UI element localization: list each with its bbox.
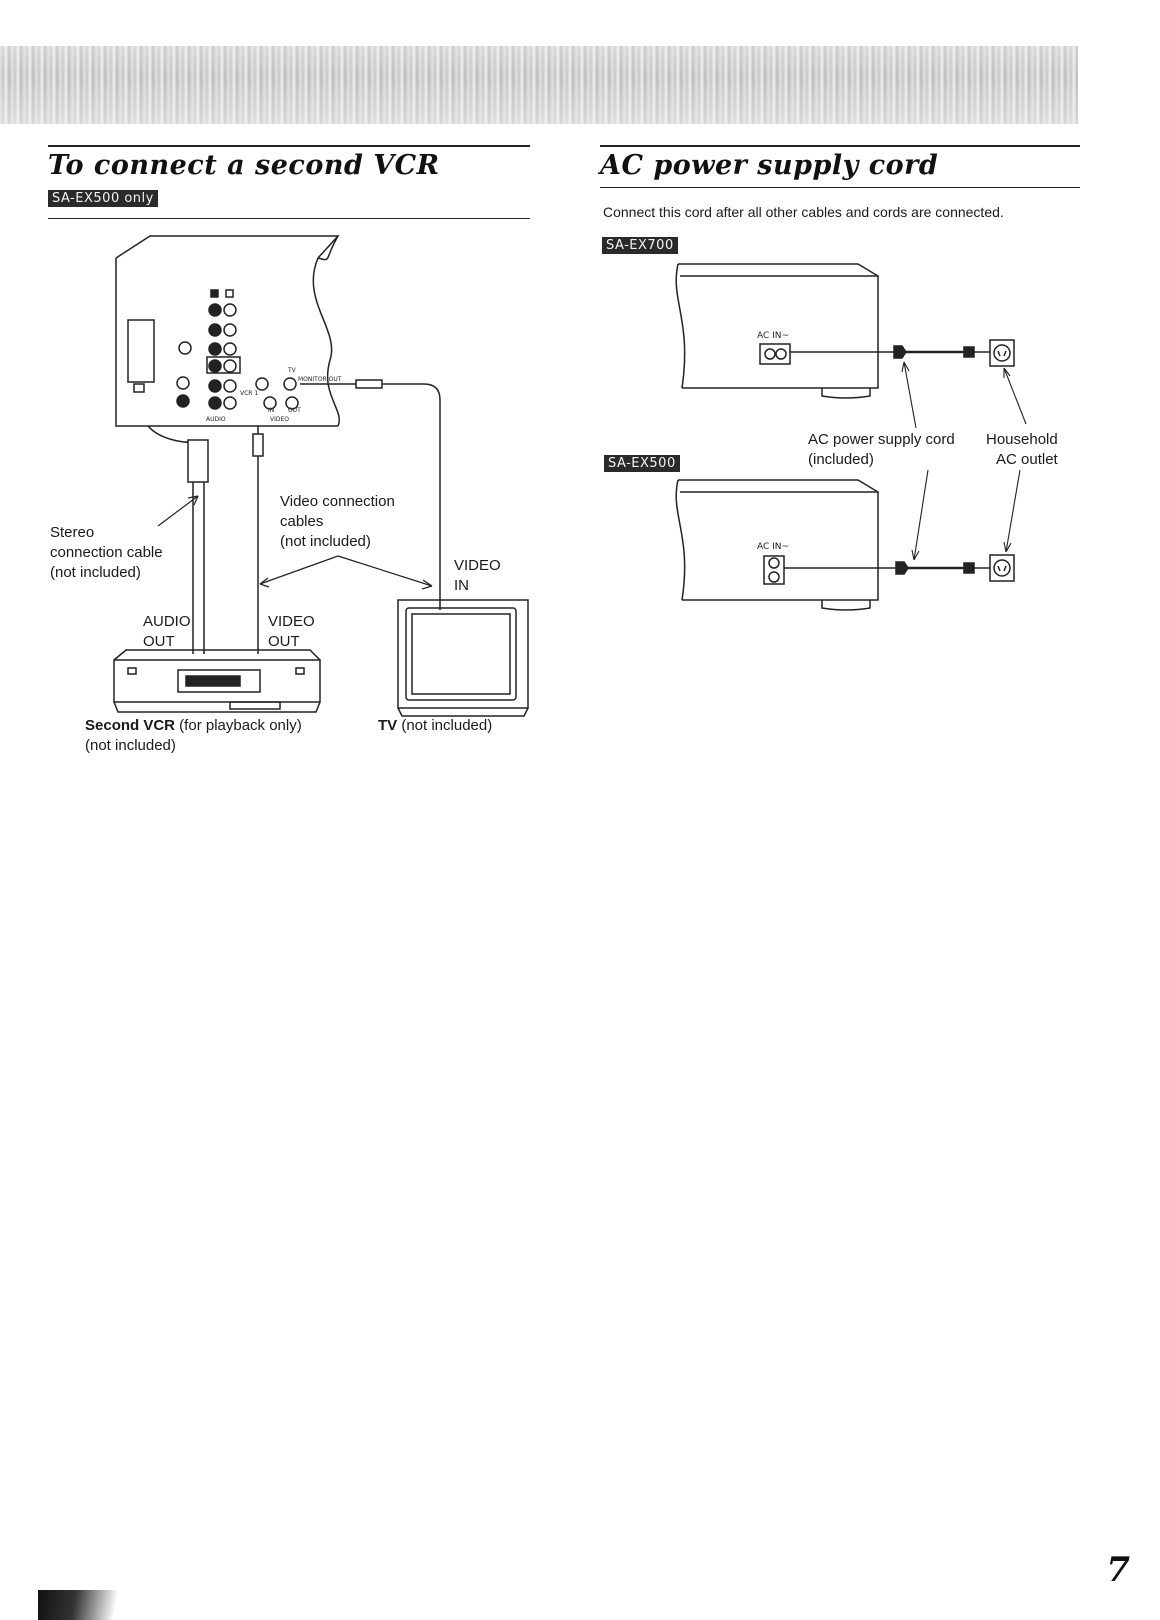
main-unit-rear-panel [115,235,340,444]
left-title-rule-top [48,145,530,147]
pointer-lines [901,361,1027,561]
audio-out-label: AUDIO OUT [143,613,191,650]
ac-cord-instruction: Connect this cord after all other cables… [603,204,1004,220]
left-model-badge: SA-EX500 only [48,190,158,207]
second-vcr-caption-rest: (for playback only) [175,717,302,734]
video-cables-label: Video connection cables (not included) [280,493,395,550]
right-section-title: AC power supply cord [600,150,939,181]
tv-caption-bold: TV [378,717,398,734]
panel-label-audio: AUDIO [206,416,226,423]
ac-power-diagram: AC IN~ AC IN~ [675,263,1027,611]
second-vcr-caption-bold: Second VCR [85,717,176,734]
second-vcr-caption: Second VCR (for playback only) (not incl… [85,716,302,756]
stereo-cable-label: Stereo connection cable (not included) [50,524,163,581]
household-outlet-label: Household AC outlet [986,431,1058,468]
tv-caption-rest: (not included) [397,717,493,734]
panel-label-video: VIDEO [270,416,289,423]
page-number: 7 [1106,1550,1130,1590]
bottom-model-badge: SA-EX500 [604,455,680,472]
second-vcr [113,649,321,713]
bottom-ac-in-label: AC IN~ [757,542,789,552]
corner-mark [38,1590,118,1620]
tv-set [397,599,529,717]
panel-label-vcr1: VCR 1 [240,390,258,397]
left-section-title: To connect a second VCR [48,150,440,181]
arrows [157,495,433,590]
panel-label-tv: TV [287,367,297,374]
second-vcr-caption-line2: (not included) [85,737,176,754]
bottom-unit-chassis [675,479,879,611]
panel-label-out: OUT [288,407,301,414]
right-title-rule-bottom [600,187,1080,188]
cables [187,379,441,654]
header-band [0,46,1078,124]
top-ac-in-label: AC IN~ [757,331,789,341]
panel-label-in: IN [268,407,274,414]
top-unit-chassis [675,263,879,399]
video-in-label: VIDEO IN [454,557,501,594]
top-power-cord [790,339,1015,367]
tv-caption: TV (not included) [378,716,492,736]
video-out-label: VIDEO OUT [268,613,315,650]
panel-label-monitor-out: MONITOR OUT [298,376,342,383]
second-vcr-connection-diagram: AUDIO VIDEO VCR 1 TV MONITOR OUT IN OUT [113,235,529,717]
panel-jacks [176,289,299,410]
bottom-power-cord [784,554,1015,582]
right-title-rule-top [600,145,1080,147]
ac-cord-label: AC power supply cord (included) [808,431,955,468]
left-title-rule-bottom [48,218,530,219]
top-model-badge: SA-EX700 [602,237,678,254]
